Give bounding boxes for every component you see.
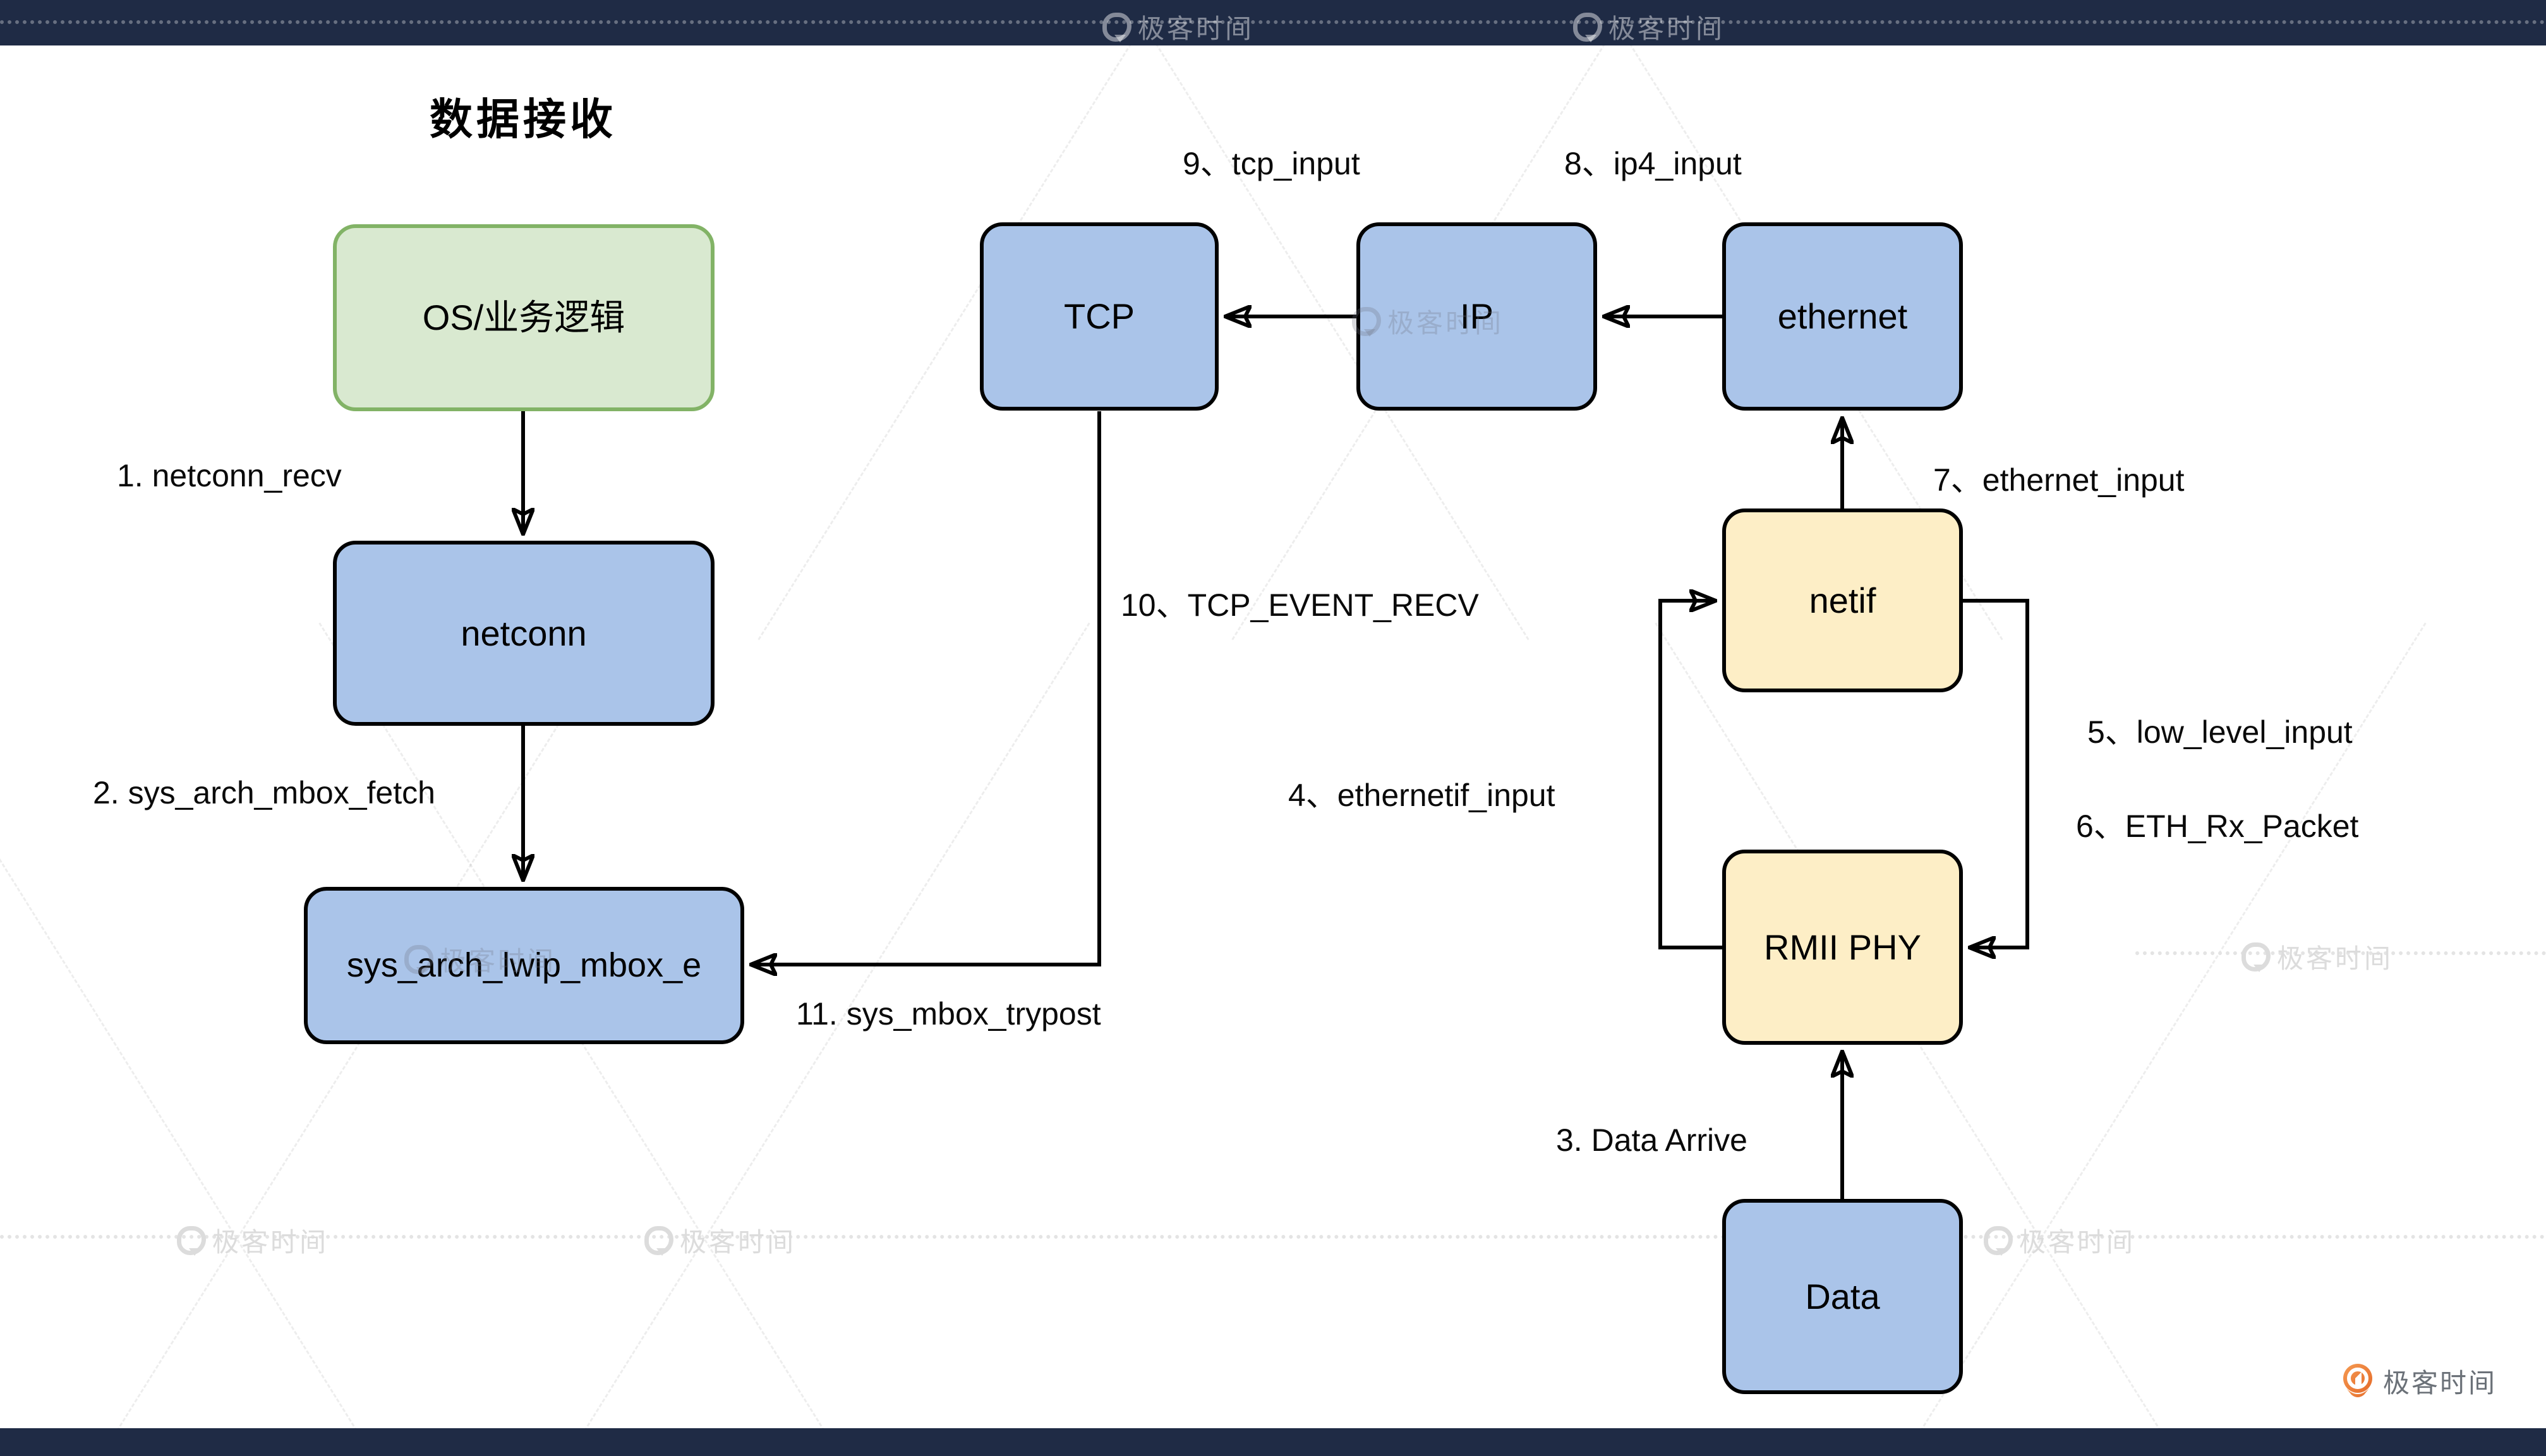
- arrow-tcp-to-mbox: [752, 411, 1101, 965]
- node-os-business-logic: OS/业务逻辑: [333, 224, 715, 411]
- geektime-watermark-icon: [1984, 1225, 2013, 1256]
- node-ip: IP: [1356, 222, 1597, 411]
- geektime-brand-text: 极客时间: [2383, 1368, 2497, 1398]
- watermark-dotted-line: [0, 20, 2546, 24]
- watermark-logo: 极客时间: [177, 1221, 329, 1260]
- watermark-logo: 极客时间: [1102, 8, 1254, 46]
- edge-label-eth-rx-packet: 6、ETH_Rx_Packet: [2076, 809, 2359, 844]
- edge-label-data-arrive: 3. Data Arrive: [1556, 1122, 1747, 1158]
- node-netconn: netconn: [333, 541, 715, 726]
- top-bar: [0, 0, 2546, 45]
- node-rmii-phy: RMII PHY: [1722, 850, 1963, 1045]
- geektime-watermark-icon: [177, 1225, 206, 1256]
- watermark-dotted-line: [2135, 951, 2546, 955]
- edge-label-tcp-event-recv: 10、TCP_EVENT_RECV: [1121, 587, 1479, 623]
- edge-label-tcp-input: 9、tcp_input: [1183, 146, 1360, 181]
- geektime-watermark-icon: [644, 1225, 673, 1256]
- geektime-brand: 极客时间: [2341, 1362, 2497, 1400]
- edge-label-netconn-recv: 1. netconn_recv: [117, 458, 342, 493]
- node-sys-arch-lwip-mbox: sys_arch_lwip_mbox_e: [304, 887, 744, 1044]
- edge-label-sys-mbox-trypost: 11. sys_mbox_trypost: [796, 996, 1101, 1032]
- edge-label-ip4-input: 8、ip4_input: [1564, 146, 1742, 181]
- watermark-logo: 极客时间: [1984, 1221, 2135, 1260]
- watermark-dotted-line: [0, 1235, 2546, 1239]
- geektime-watermark-icon: [1352, 306, 1381, 337]
- arrow-rmii-to-netif-loop: [1658, 601, 1722, 949]
- node-tcp: TCP: [980, 222, 1219, 411]
- geektime-watermark-icon: [1573, 12, 1602, 42]
- node-data: Data: [1722, 1199, 1963, 1394]
- arrow-netif-to-rmii-loop: [1963, 599, 2029, 948]
- watermark-logo: 极客时间: [404, 940, 556, 978]
- geektime-watermark-icon: [404, 944, 433, 975]
- geektime-logo-icon: [2343, 1363, 2372, 1397]
- watermark-logo: 极客时间: [2241, 937, 2393, 976]
- node-netif: netif: [1722, 508, 1963, 692]
- bottom-bar: [0, 1428, 2546, 1456]
- edge-label-low-level-input: 5、low_level_input: [2087, 714, 2353, 750]
- edge-label-ethernetif-input: 4、ethernetif_input: [1288, 778, 1555, 813]
- watermark-logo: 极客时间: [644, 1221, 796, 1260]
- watermark-logo: 极客时间: [1352, 302, 1504, 340]
- edge-label-sys-arch-mbox-fetch: 2. sys_arch_mbox_fetch: [93, 775, 435, 810]
- geektime-watermark-icon: [2241, 942, 2271, 972]
- node-ethernet: ethernet: [1722, 222, 1963, 411]
- geektime-watermark-icon: [1102, 12, 1131, 42]
- diagram-title: 数据接收: [429, 95, 617, 144]
- edge-label-ethernet-input: 7、ethernet_input: [1933, 462, 2185, 498]
- watermark-logo: 极客时间: [1573, 8, 1725, 46]
